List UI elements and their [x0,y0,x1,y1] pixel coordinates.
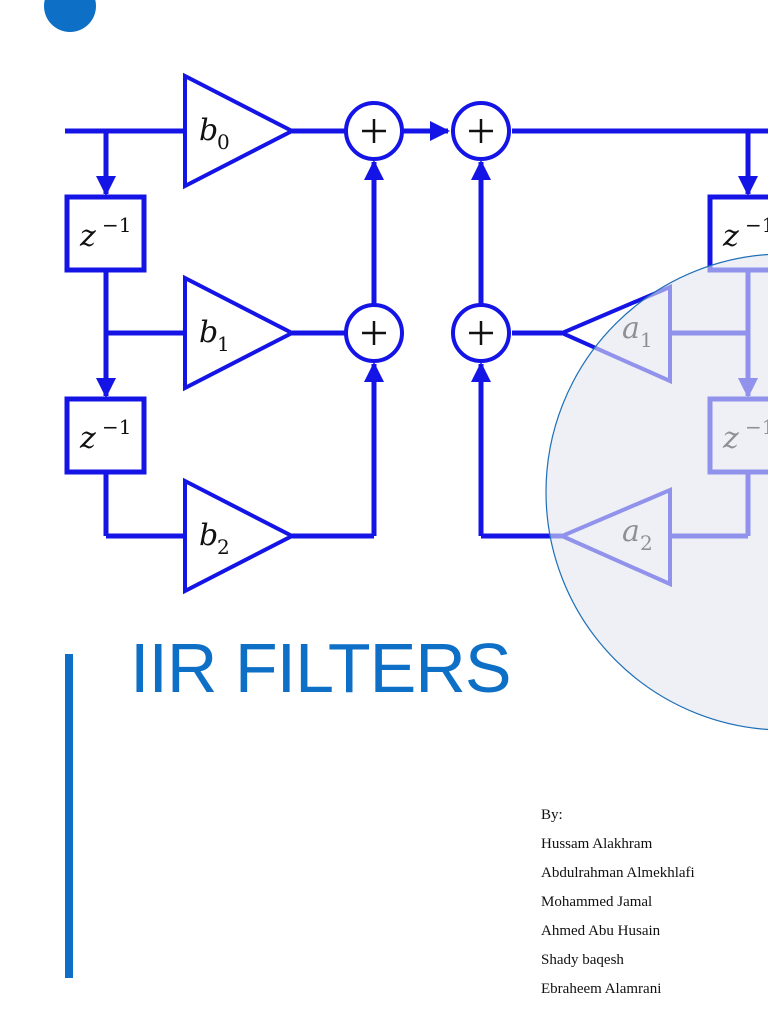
author-list: By: Hussam Alakhram Abdulrahman Almekhla… [541,805,695,1008]
feedforward-wires [65,121,450,539]
delay-exponent: −1 [745,213,768,237]
adder-middle-right [451,303,511,363]
page-title: IIR FILTERS [130,629,512,707]
author-name: Ahmed Abu Husain [541,923,661,939]
gain-b0: b 0 [183,72,297,190]
gain-symbol: b [199,315,218,350]
author-list-heading: By: [541,807,563,823]
adder-middle-left [344,303,404,363]
gain-b1: b 1 [183,274,297,392]
adder-top-right [451,101,511,161]
adder-top-left [344,101,404,161]
gain-symbol: b [199,113,218,148]
author-name: Ebraheem Alamrani [541,981,662,997]
iir-filter-block-diagram: z −1 z −1 z −1 z −1 b 0 b 1 b 2 a 1 a [64,72,768,731]
gain-index: 1 [217,332,230,356]
delay-block-left-2: z −1 [64,396,147,475]
gain-index: 0 [217,130,230,154]
author-name: Mohammed Jamal [541,894,653,910]
decorative-circle [545,253,768,731]
gain-symbol: b [199,518,218,553]
delay-symbol: z [79,219,96,254]
delay-exponent: −1 [102,213,131,237]
author-name: Hussam Alakhram [541,836,653,852]
accent-bar [65,654,73,978]
author-name: Shady baqesh [541,952,624,968]
gain-b2: b 2 [183,477,297,595]
delay-symbol: z [79,421,96,456]
delay-symbol: z [722,219,739,254]
delay-block-left-1: z −1 [64,194,147,273]
gain-index: 2 [217,535,230,559]
author-name: Abdulrahman Almekhlafi [541,865,695,881]
delay-exponent: −1 [102,415,131,439]
